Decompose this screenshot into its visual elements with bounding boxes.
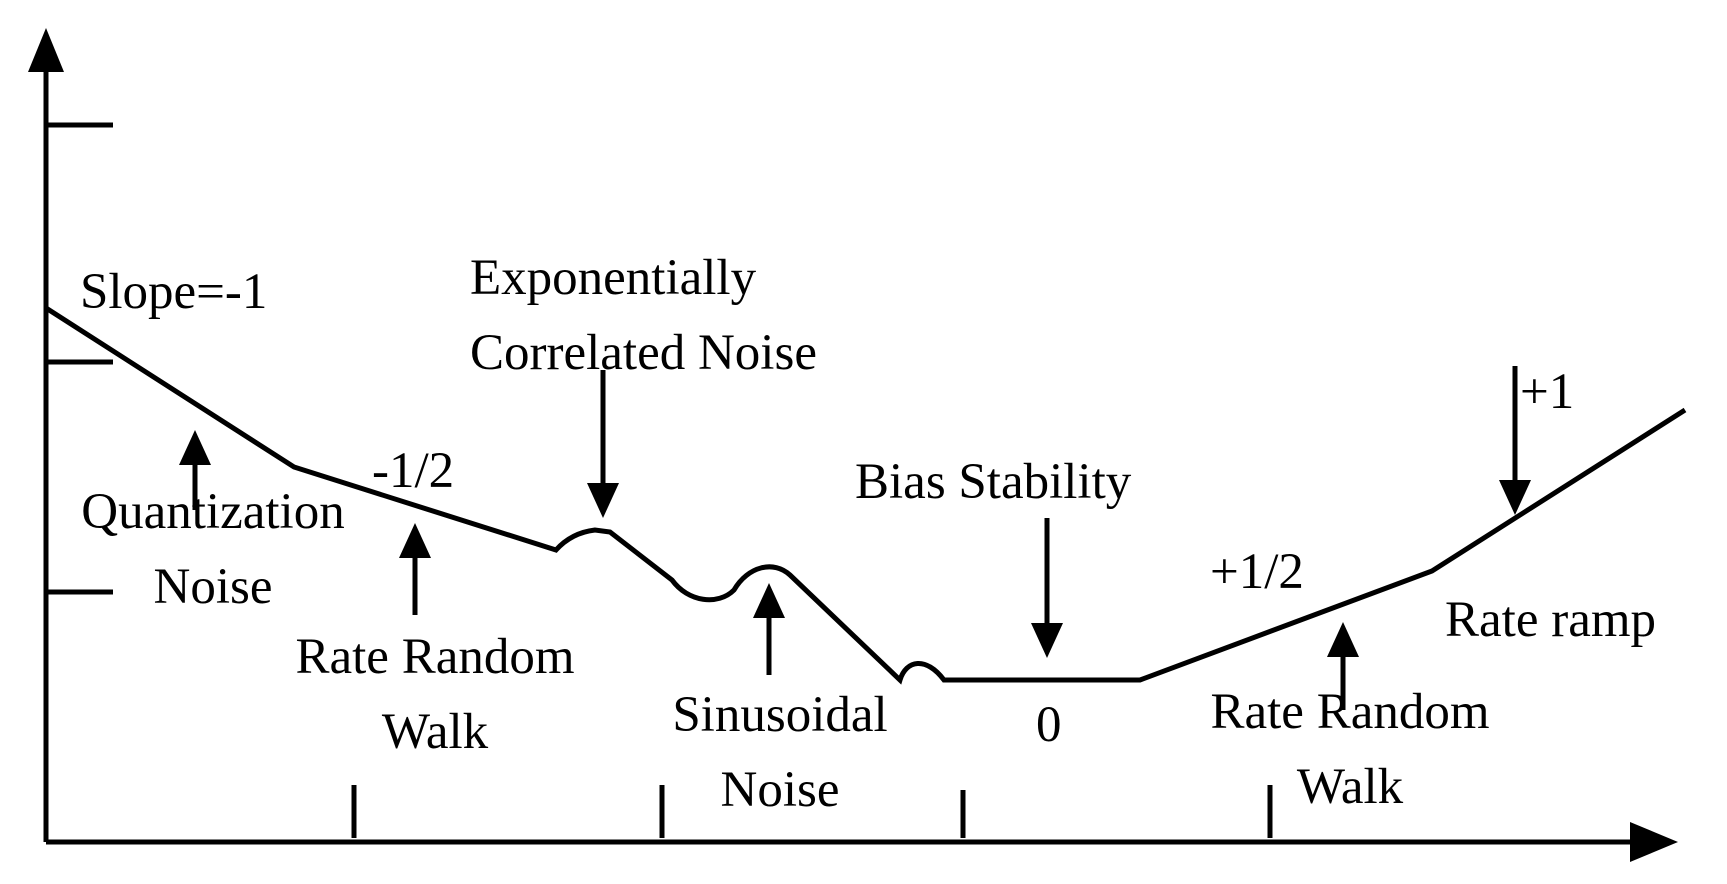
slope-pos1-label: +1 (1520, 364, 1575, 420)
bias-stability-label: Bias Stability (855, 454, 1132, 510)
rate-ramp-label: Rate ramp (1445, 592, 1656, 648)
rate-random-walk-left-label: Rate Random Walk (255, 620, 615, 770)
arrowhead (587, 483, 619, 518)
quantization-noise-label: Quantization Noise (48, 475, 378, 625)
sinusoidal-noise-label: Sinusoidal Noise (630, 678, 930, 828)
arrowhead (1327, 622, 1359, 657)
y-axis-arrowhead (28, 28, 64, 72)
rrw-left-line-1: Rate Random (295, 629, 575, 685)
allan-deviation-curve (44, 305, 1687, 685)
slope-neg-half-label: -1/2 (372, 443, 455, 499)
rrw-right-line-2: Walk (1296, 759, 1404, 815)
exp-correlated-noise-label: Exponentially Correlated Noise (470, 241, 910, 391)
sinusoidal-line-2: Noise (720, 762, 840, 818)
rrw-right-line-1: Rate Random (1210, 684, 1490, 740)
quantization-line-2: Noise (153, 559, 273, 615)
slope-pos-half-label: +1/2 (1210, 544, 1304, 600)
exp-line-1: Exponentially (470, 250, 757, 306)
quantization-line-1: Quantization (81, 484, 345, 540)
arrowhead (399, 523, 431, 558)
arrowhead (1499, 480, 1531, 515)
exp-line-2: Correlated Noise (470, 325, 817, 381)
rate-random-walk-right-label: Rate Random Walk (1160, 675, 1540, 825)
x-axis-arrowhead (1630, 822, 1678, 862)
sinusoidal-line-1: Sinusoidal (672, 687, 888, 743)
arrowhead (1031, 623, 1063, 658)
arrowhead (179, 430, 211, 465)
rrw-left-line-2: Walk (381, 704, 489, 760)
slope-neg1-label: Slope=-1 (80, 264, 268, 320)
slope-zero-label: 0 (1036, 697, 1062, 753)
arrowhead (753, 583, 785, 618)
